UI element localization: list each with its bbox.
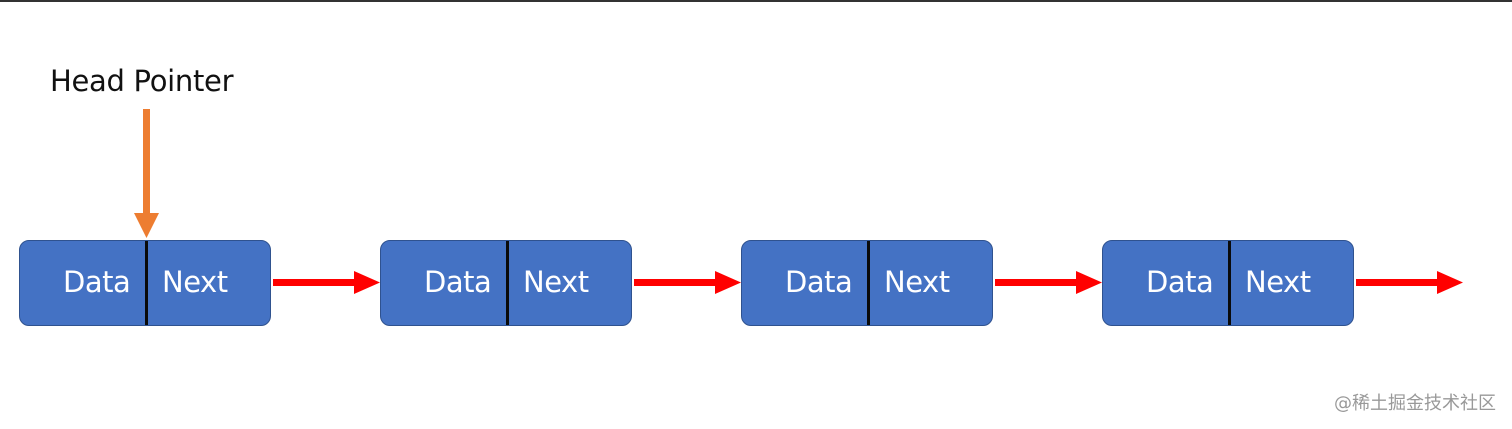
node-data-label: Data: [63, 265, 131, 299]
head-pointer-label: Head Pointer: [50, 64, 234, 98]
node-next-label: Next: [523, 265, 589, 299]
link-arrow-4: [1356, 271, 1463, 294]
node-divider: [1228, 241, 1231, 325]
node-next-label: Next: [162, 265, 228, 299]
watermark: @稀土掘金技术社区: [1334, 393, 1496, 414]
node-data-label: Data: [785, 265, 853, 299]
node-divider: [145, 241, 148, 325]
list-node-1: Data Next: [19, 240, 271, 326]
head-pointer-arrow: [134, 109, 159, 238]
link-arrow-2: [634, 271, 741, 294]
head-arrow-shaft: [143, 109, 150, 215]
node-next-label: Next: [1245, 265, 1311, 299]
top-border: [0, 0, 1512, 2]
list-node-3: Data Next: [741, 240, 993, 326]
list-node-4: Data Next: [1102, 240, 1354, 326]
node-divider: [506, 241, 509, 325]
node-data-label: Data: [1146, 265, 1214, 299]
node-divider: [867, 241, 870, 325]
node-next-label: Next: [884, 265, 950, 299]
link-arrow-1: [273, 271, 380, 294]
list-node-2: Data Next: [380, 240, 632, 326]
link-arrow-3: [995, 271, 1102, 294]
node-data-label: Data: [424, 265, 492, 299]
head-arrow-head: [134, 213, 159, 238]
